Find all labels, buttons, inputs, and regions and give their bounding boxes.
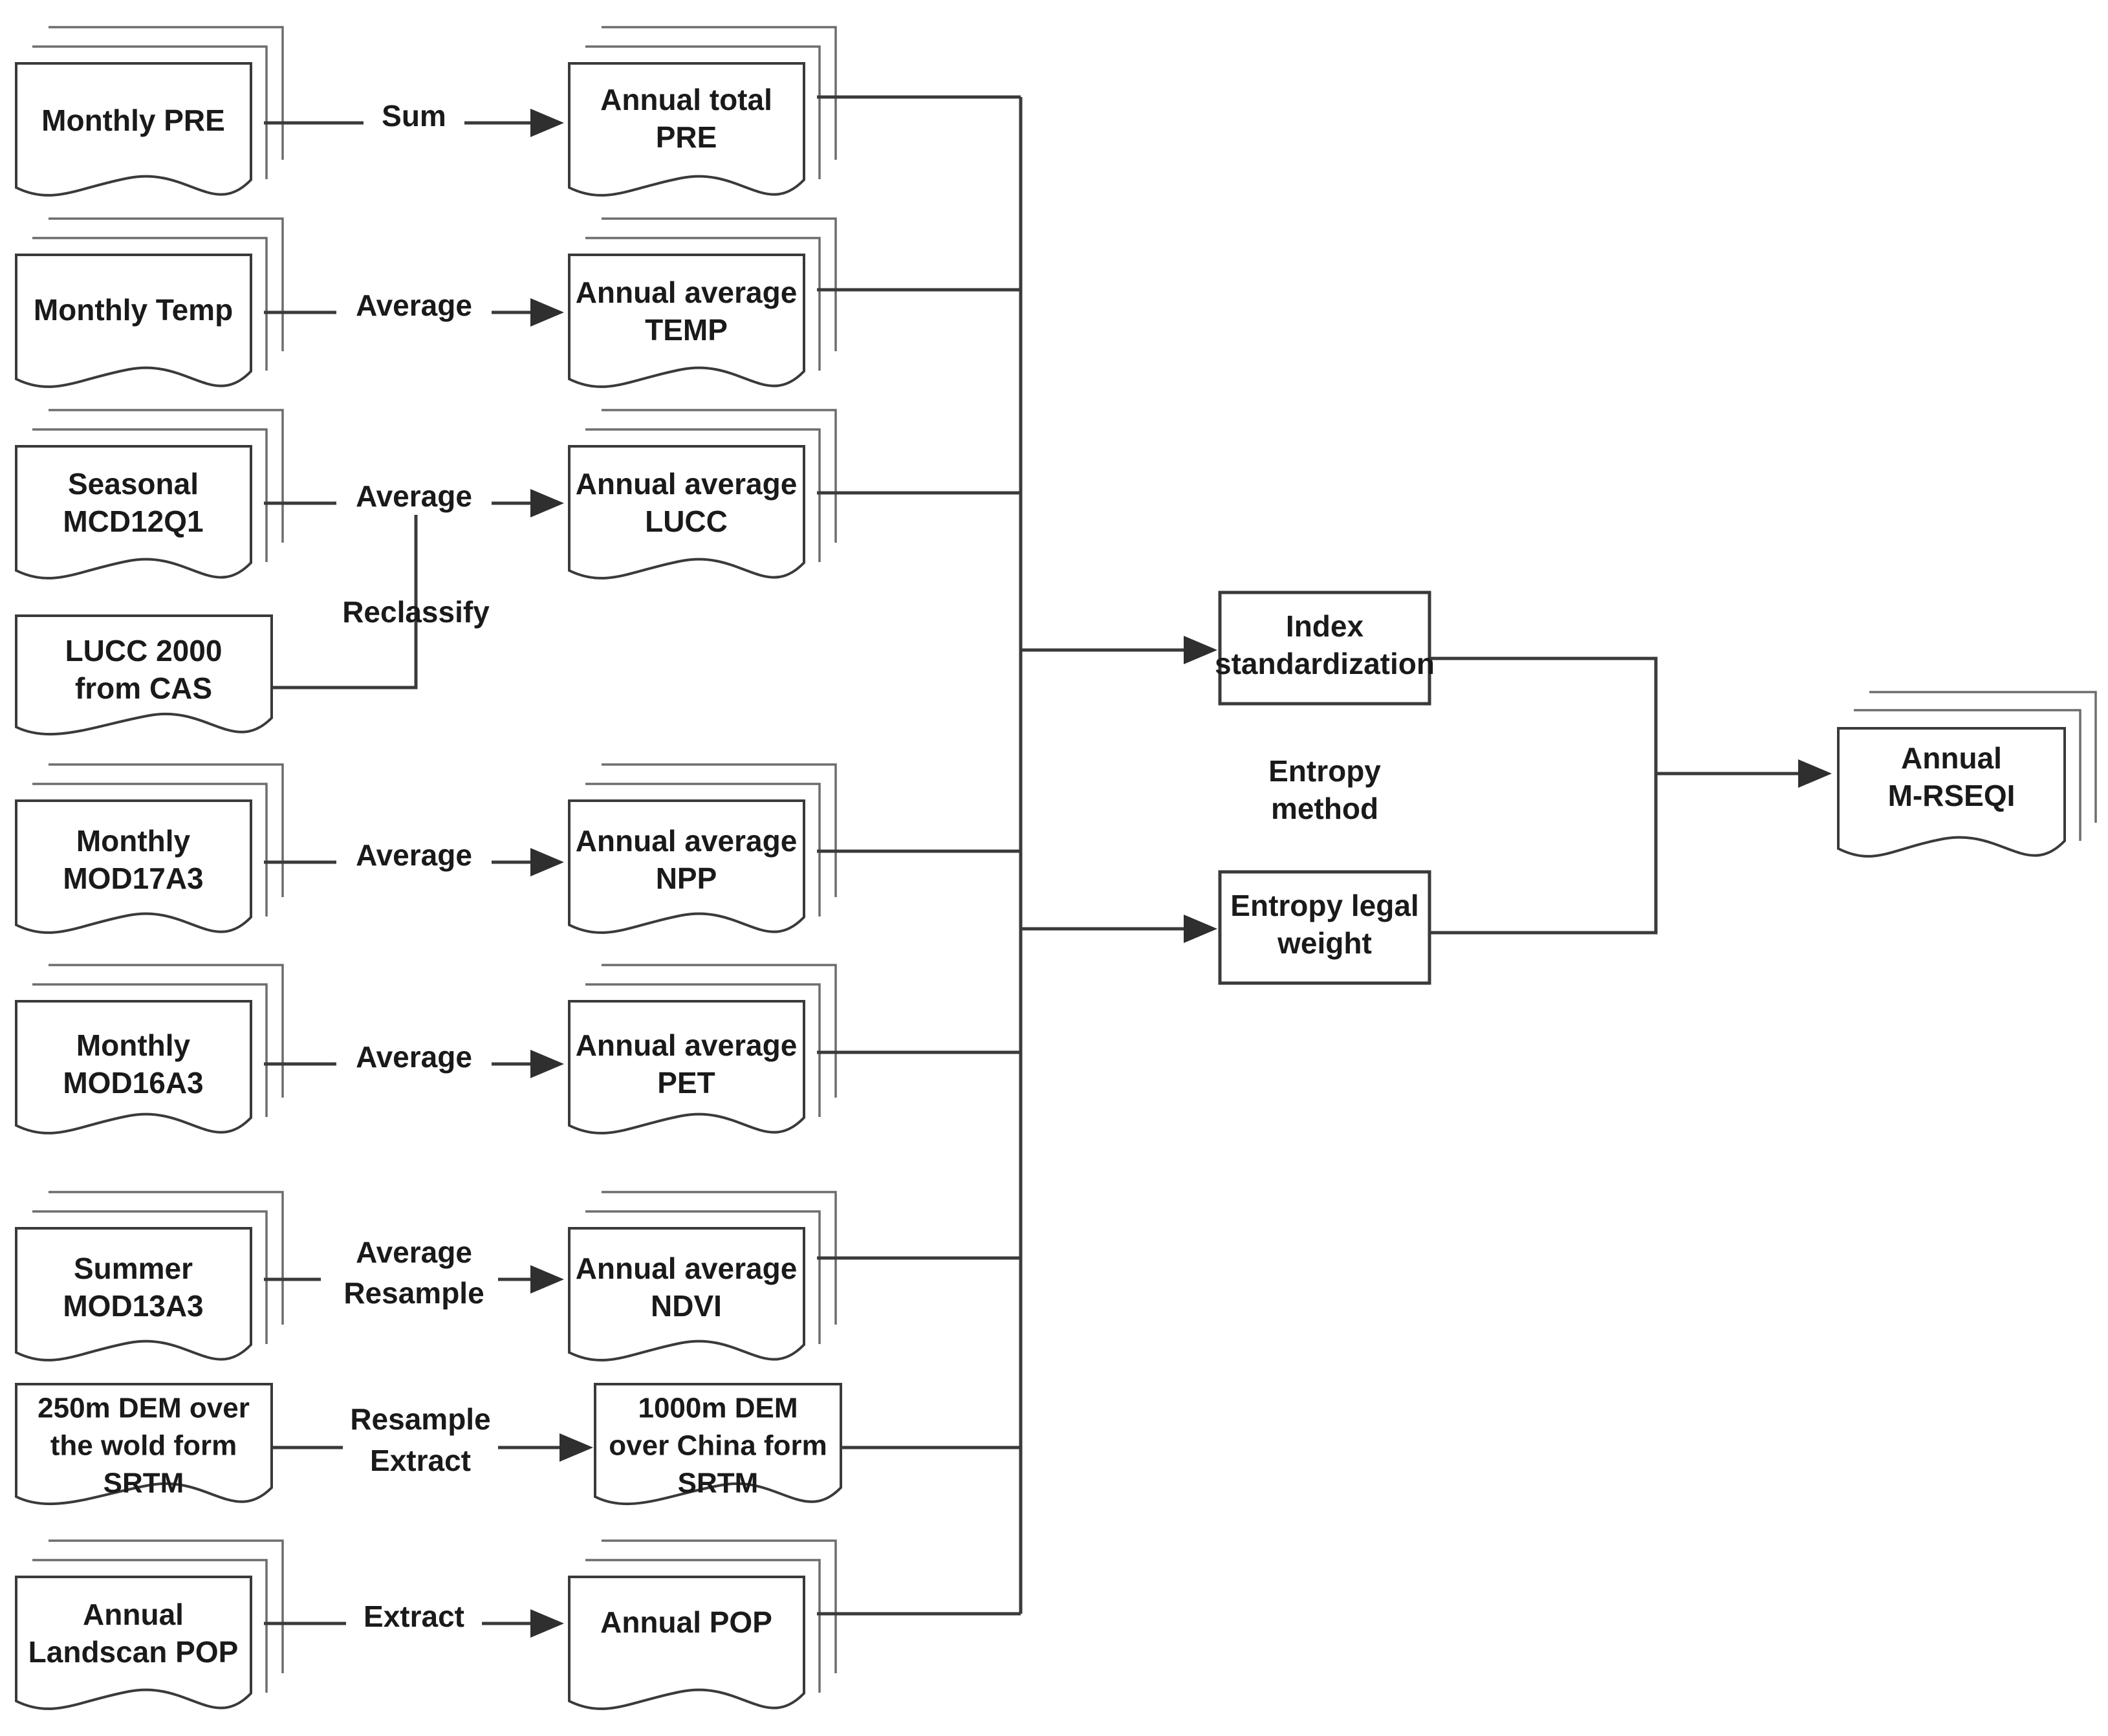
node-label-annual-average-npp-line1: Annual average [576,824,798,858]
edge-bus-to-index-standardization [1021,636,1217,664]
node-label-entropy-legal-weight-line1: Entropy legal [1230,889,1418,922]
node-monthly-mod17a3[interactable]: Monthly MOD17A3 [15,763,284,934]
node-label-annual-m-rseqi-line2: M-RSEQI [1888,779,2016,812]
edge-label-resample-extract-line1: Resample [350,1402,490,1436]
edge-label-average-resample-line2: Resample [343,1276,484,1310]
node-lucc-2000-from-cas[interactable]: LUCC 2000 from CAS [15,614,273,736]
node-annual-average-pet[interactable]: Annual average PET [568,964,837,1134]
node-label-annual-landscan-pop-line1: Annual [83,1598,184,1631]
node-seasonal-mcd12q1[interactable]: Seasonal MCD12Q1 [15,409,284,580]
annotation-label-entropy-method-line2: method [1271,792,1378,825]
node-dem-250m[interactable]: 250m DEM over the wold form SRTM [15,1383,273,1506]
node-monthly-mod16a3[interactable]: Monthly MOD16A3 [15,964,284,1134]
node-label-monthly-pre: Monthly PRE [41,103,225,137]
edge-monthly-mod17a3-to-annual-average-npp: Average [264,838,564,876]
node-label-annual-total-pre-line1: Annual total [600,83,772,116]
edge-label-average-temp: Average [356,288,472,322]
node-label-annual-average-lucc-line1: Annual average [576,467,798,501]
edge-seasonal-mcd12q1-to-annual-average-lucc: Average [264,479,564,517]
node-annual-m-rseqi[interactable]: Annual M-RSEQI [1837,691,2097,858]
edge-dem-250m-to-dem-1000m: Resample Extract [272,1402,593,1477]
edge-label-average-pet: Average [356,1040,472,1074]
node-label-annual-average-ndvi-line2: NDVI [651,1289,722,1323]
node-annual-landscan-pop[interactable]: Annual Landscan POP [15,1539,284,1710]
node-label-annual-average-npp-line2: NPP [656,862,717,895]
node-label-seasonal-mcd12q1-line1: Seasonal [68,467,199,501]
node-label-annual-landscan-pop-line2: Landscan POP [28,1635,239,1669]
node-label-dem-1000m-line2: over China form [609,1430,827,1462]
node-label-lucc-2000-line1: LUCC 2000 [65,634,223,667]
node-label-monthly-mod16a3-line2: MOD16A3 [63,1066,203,1100]
node-label-seasonal-mcd12q1-line2: MCD12Q1 [63,505,203,538]
node-label-annual-average-ndvi-line1: Annual average [576,1252,798,1285]
node-label-dem-1000m-line3: SRTM [678,1468,759,1499]
node-annual-total-pre[interactable]: Annual total PRE [568,26,837,197]
edge-annual-landscan-pop-to-annual-pop: Extract [264,1600,564,1638]
annotation-label-entropy-method-line1: Entropy [1268,754,1381,788]
node-label-dem-250m-line2: the wold form [50,1430,237,1462]
node-label-lucc-2000-line2: from CAS [75,671,212,705]
node-label-index-standardization-line2: standardization [1215,647,1435,680]
edge-label-sum: Sum [382,99,446,133]
node-label-dem-250m-line1: 250m DEM over [38,1393,250,1424]
node-summer-mod13a3[interactable]: Summer MOD13A3 [15,1191,284,1362]
edge-monthly-mod16a3-to-annual-average-pet: Average [264,1040,564,1078]
node-index-standardization[interactable]: Index standardization [1215,591,1435,706]
node-monthly-pre[interactable]: Monthly PRE [15,26,284,197]
edge-label-average-lucc: Average [356,479,472,513]
node-label-annual-m-rseqi-line1: Annual [1901,741,2002,775]
edge-label-extract: Extract [364,1600,464,1633]
node-label-dem-250m-line3: SRTM [103,1468,184,1499]
edge-bus-to-entropy-legal-weight [1021,915,1217,943]
node-label-entropy-legal-weight-line2: weight [1277,926,1372,960]
node-label-annual-average-lucc-line2: LUCC [645,505,728,538]
node-label-summer-mod13a3-line2: MOD13A3 [63,1289,203,1323]
node-annual-average-lucc[interactable]: Annual average LUCC [568,409,837,580]
node-label-annual-pop: Annual POP [600,1605,772,1639]
edge-label-resample-extract-line2: Extract [370,1444,471,1477]
annotation-entropy-method: Entropy method [1268,754,1381,825]
edge-processes-to-annual-m-rseqi [1429,656,1832,935]
node-label-monthly-mod17a3-line1: Monthly [76,824,191,858]
node-entropy-legal-weight[interactable]: Entropy legal weight [1218,870,1431,985]
node-monthly-temp[interactable]: Monthly Temp [15,217,284,388]
node-label-dem-1000m-line1: 1000m DEM [638,1393,798,1424]
edge-summer-mod13a3-to-annual-average-ndvi: Average Resample [264,1235,564,1310]
node-label-index-standardization-line1: Index [1286,609,1364,643]
node-annual-average-npp[interactable]: Annual average NPP [568,763,837,934]
edge-label-average-resample-line1: Average [356,1235,472,1269]
edge-label-reclassify: Reclassify [342,595,490,629]
node-label-summer-mod13a3-line1: Summer [74,1252,193,1285]
edge-label-average-npp: Average [356,838,472,872]
edge-monthly-pre-to-annual-total-pre: Sum [264,99,564,137]
node-label-annual-total-pre-line2: PRE [656,120,717,154]
node-label-annual-average-pet-line1: Annual average [576,1028,798,1062]
edge-monthly-temp-to-annual-average-temp: Average [264,288,564,327]
node-label-monthly-temp: Monthly Temp [34,293,233,327]
node-label-monthly-mod16a3-line1: Monthly [76,1028,191,1062]
edge-lucc-2000-reclassify: Reclassify [272,515,490,689]
node-annual-pop[interactable]: Annual POP [568,1539,837,1710]
node-label-annual-average-pet-line2: PET [657,1066,715,1100]
node-annual-average-temp[interactable]: Annual average TEMP [568,217,837,388]
node-dem-1000m[interactable]: 1000m DEM over China form SRTM [594,1383,842,1506]
node-label-monthly-mod17a3-line2: MOD17A3 [63,862,203,895]
node-label-annual-average-temp-line1: Annual average [576,276,798,309]
node-annual-average-ndvi[interactable]: Annual average NDVI [568,1191,837,1362]
node-label-annual-average-temp-line2: TEMP [645,313,728,347]
